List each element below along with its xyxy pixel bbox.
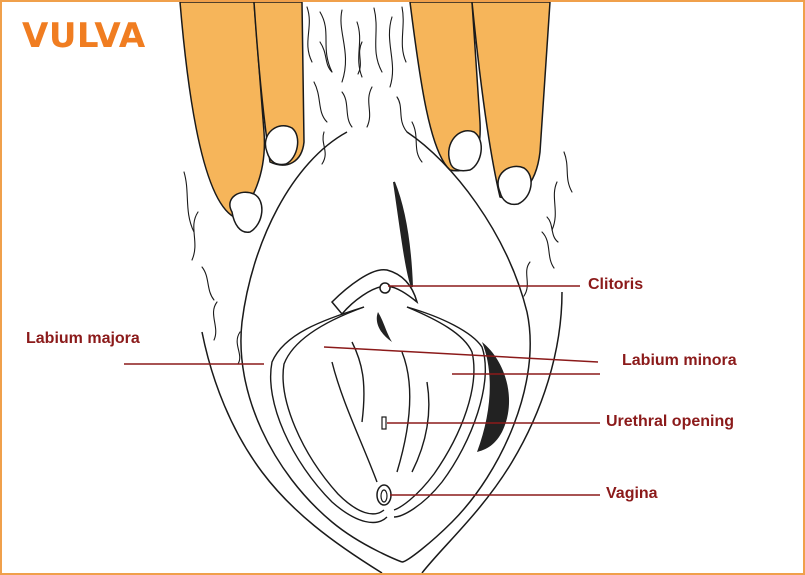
- left-finger-outer: [180, 2, 264, 217]
- left-nail-2: [265, 126, 297, 165]
- label-clitoris: Clitoris: [588, 276, 643, 294]
- clitoral-hood: [332, 270, 417, 314]
- label-labium-majora: Labium majora: [26, 330, 140, 348]
- right-nail-2: [498, 166, 531, 204]
- left-nail-1: [230, 192, 262, 232]
- label-vagina: Vagina: [606, 485, 658, 503]
- urethral-opening-mark: [382, 417, 386, 429]
- diagram-title: VULVA: [22, 16, 146, 56]
- inner-shadow: [377, 312, 392, 342]
- fingers: [180, 2, 550, 232]
- label-urethral-opening: Urethral opening: [606, 413, 734, 431]
- label-labium-minora: Labium minora: [622, 352, 737, 370]
- clitoral-hood-shadow: [394, 182, 412, 287]
- clitoris-glans: [380, 283, 390, 293]
